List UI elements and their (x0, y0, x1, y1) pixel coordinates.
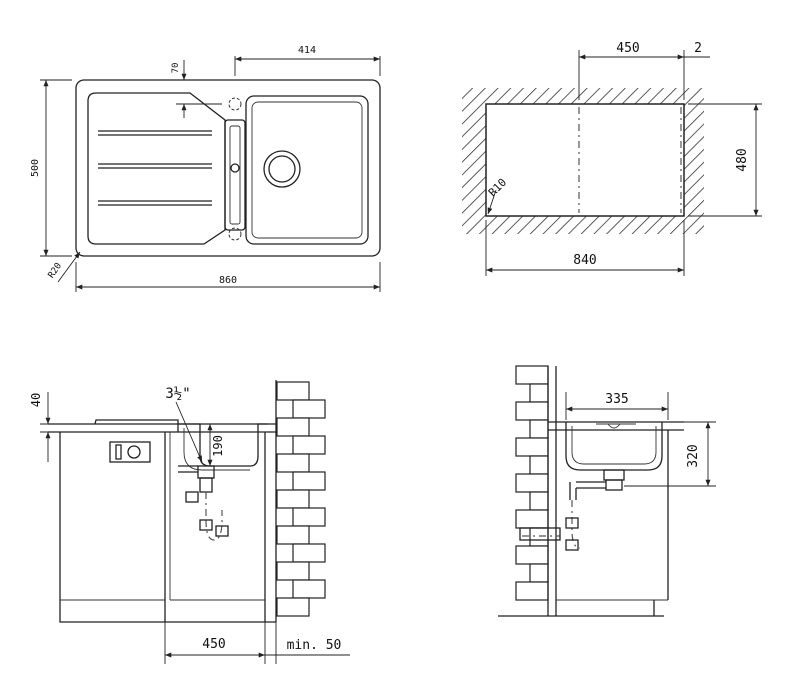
side-bowl (565, 422, 663, 471)
overflow-channel (224, 119, 246, 231)
front-thickness-label: 40 (29, 393, 43, 407)
cutout-view: 450 2 480 840 R10 (462, 41, 762, 276)
side-width-label: 335 (605, 392, 628, 407)
side-height-label: 320 (686, 444, 701, 467)
overflow-pipe (178, 465, 198, 473)
overflow-hole (230, 163, 240, 173)
side-siphon-dashed (522, 500, 581, 549)
siphon-dashed (205, 492, 223, 541)
tap-hole-bottom (228, 227, 242, 241)
drain-size-label: 3½" (165, 386, 190, 402)
cabinet-left (59, 432, 276, 623)
brick-wall-front (276, 381, 326, 617)
drain-inner (268, 155, 296, 183)
dim-depth-label: 500 (30, 159, 41, 177)
cabinet-width-label: 450 (202, 637, 225, 652)
drain-outer (263, 150, 301, 188)
cutout-width-label: 840 (573, 253, 596, 268)
sink-outline (75, 79, 381, 257)
cutout-depth-label: 480 (735, 148, 750, 171)
front-drainboard (94, 419, 179, 432)
dim-gap-label: 70 (171, 63, 181, 74)
dim-offset-label: 414 (298, 45, 316, 56)
wall-gap-label: min. 50 (287, 638, 342, 653)
socket-box (109, 441, 151, 463)
tap-hole-top (228, 97, 242, 111)
side-outlet-pipe (576, 481, 606, 489)
dim-width-label: 860 (219, 275, 237, 286)
sink-top-view: 860 500 414 70 R20 (30, 45, 381, 292)
drain-depth-label: 190 (211, 435, 225, 457)
cutout-offset-label: 450 (616, 41, 639, 56)
side-view: 335 320 (498, 365, 716, 617)
brick-wall-side (515, 365, 549, 601)
drainboard-outline (87, 92, 226, 245)
front-view: 40 3½" 190 450 min. 50 (29, 380, 350, 664)
cutout-gap-label: 2 (694, 41, 702, 56)
drainboard-ribs (98, 130, 212, 206)
main-bowl (245, 95, 369, 245)
cutout-rect (485, 103, 685, 217)
